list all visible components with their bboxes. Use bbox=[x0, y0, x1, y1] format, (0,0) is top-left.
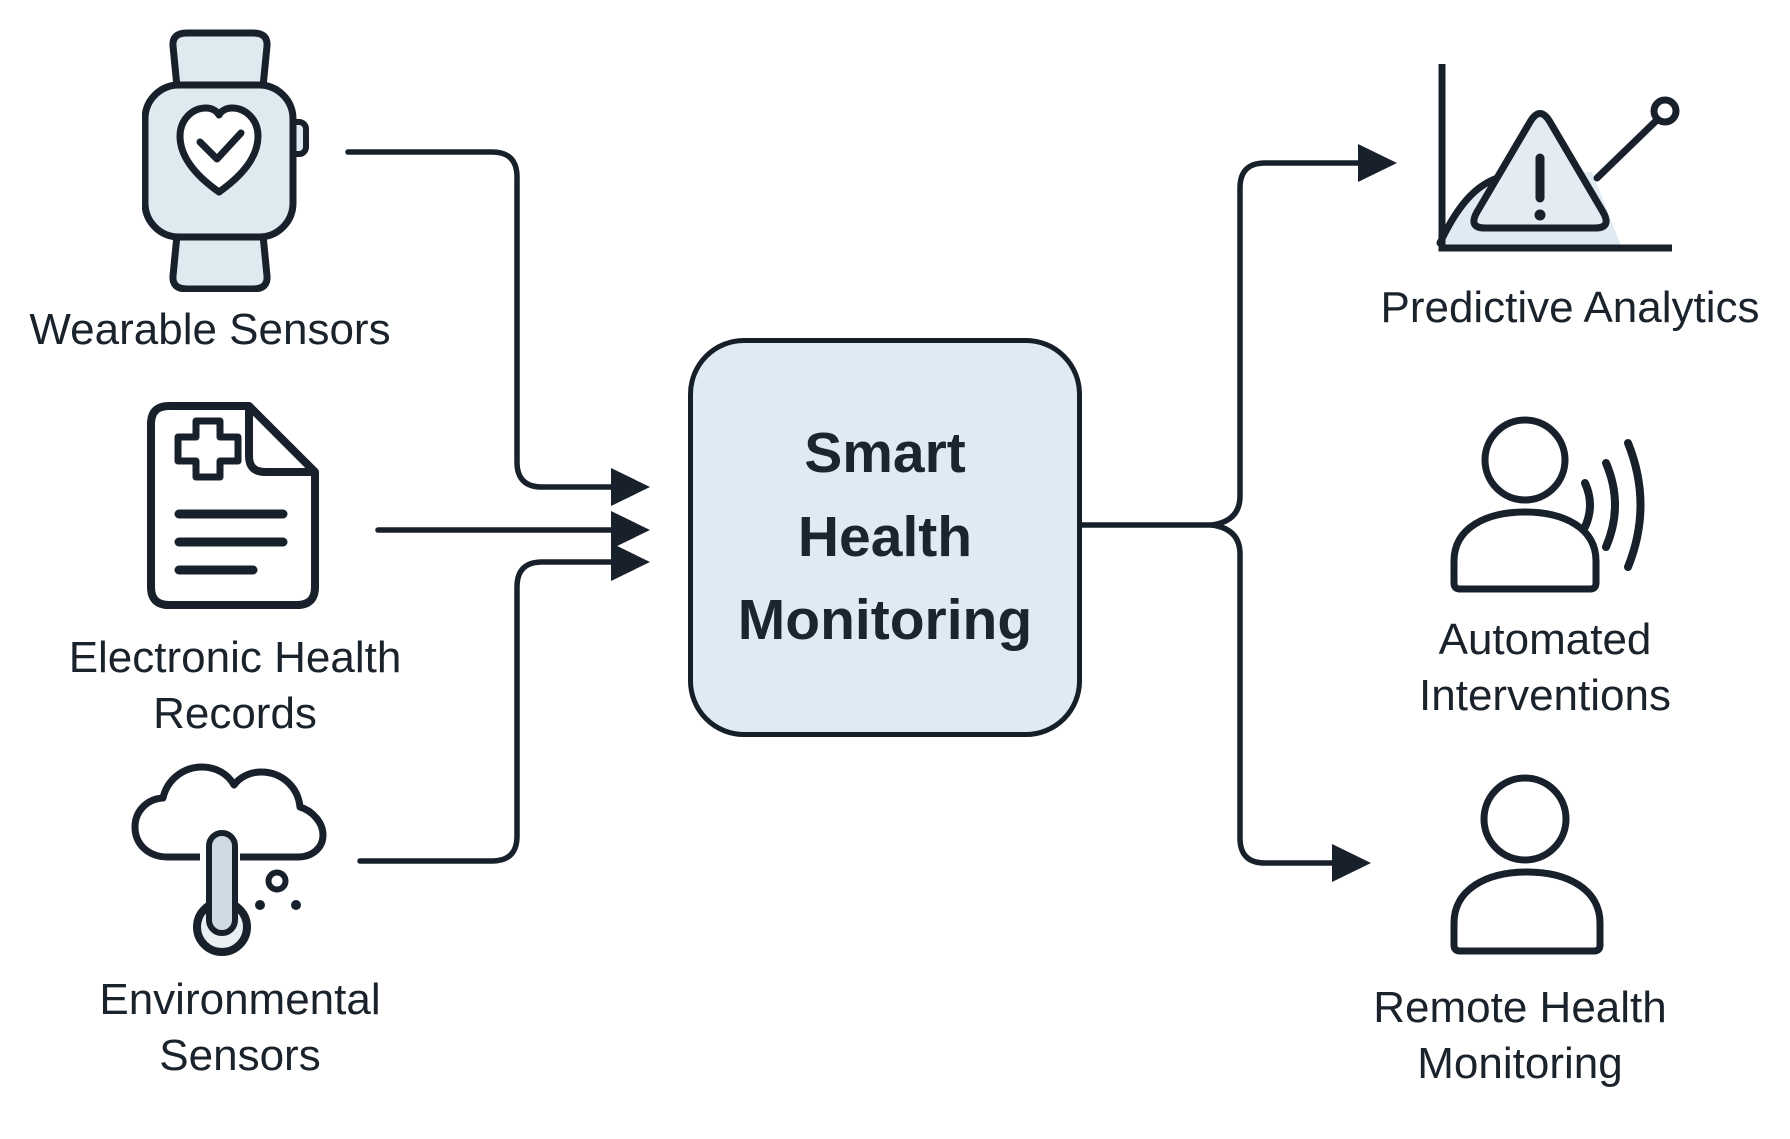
arrow-environmental-to-hub bbox=[357, 559, 615, 864]
arrowhead-environmental bbox=[611, 543, 650, 581]
data-point-circle bbox=[1650, 96, 1680, 126]
arrowhead-predictive bbox=[1358, 144, 1397, 182]
watch-band-bottom bbox=[169, 231, 271, 292]
person-head bbox=[1480, 774, 1570, 864]
arrowhead-wearable bbox=[611, 468, 650, 506]
smartwatch-heart-icon bbox=[142, 29, 309, 292]
person-sound-waves-icon bbox=[1450, 416, 1645, 593]
hub-node-smart-health-monitoring: Smart Health Monitoring bbox=[688, 338, 1082, 737]
arrow-wearable-to-hub bbox=[345, 149, 615, 490]
person-head bbox=[1481, 416, 1569, 504]
exclamation-dot bbox=[1534, 209, 1546, 221]
person-body bbox=[1450, 508, 1600, 593]
medical-document-icon bbox=[147, 402, 319, 609]
arrow-hub-to-predictive bbox=[1209, 160, 1361, 528]
label-electronic-health-records: Electronic Health Records bbox=[68, 633, 402, 738]
watch-band-top bbox=[169, 29, 271, 91]
label-predictive-analytics: Predictive Analytics bbox=[1380, 283, 1760, 332]
arrow-hub-to-remote bbox=[1209, 522, 1335, 866]
sound-wave-3 bbox=[1624, 439, 1645, 571]
heart-icon bbox=[176, 104, 262, 196]
label-automated-interventions: Automated Interventions bbox=[1419, 615, 1671, 720]
label-remote-health-monitoring: Remote Health Monitoring bbox=[1373, 983, 1667, 1088]
cloud-thermometer-icon bbox=[131, 763, 327, 956]
check-icon bbox=[196, 129, 245, 163]
label-environmental-sensors: Environmental Sensors bbox=[99, 975, 381, 1080]
medical-cross-icon bbox=[174, 417, 242, 481]
arrowhead-remote bbox=[1332, 844, 1371, 882]
arrowhead-records bbox=[611, 511, 650, 549]
sound-wave-2 bbox=[1602, 459, 1619, 551]
chart-alert-icon bbox=[1436, 64, 1680, 252]
particle-dot-small-1 bbox=[255, 900, 265, 910]
chart-axes bbox=[1438, 64, 1672, 252]
particle-dot-large bbox=[265, 869, 289, 893]
document-fold bbox=[245, 406, 315, 476]
person-body bbox=[1450, 868, 1604, 955]
person-icon bbox=[1450, 774, 1604, 955]
trend-line bbox=[1593, 115, 1662, 182]
hub-label: Smart Health Monitoring bbox=[737, 420, 1033, 653]
sound-wave-1 bbox=[1581, 479, 1594, 531]
particle-dot-small-2 bbox=[291, 900, 301, 910]
thermometer-stem bbox=[206, 830, 238, 936]
label-wearable-sensors: Wearable Sensors bbox=[29, 305, 391, 354]
cloud-shape bbox=[131, 763, 327, 861]
